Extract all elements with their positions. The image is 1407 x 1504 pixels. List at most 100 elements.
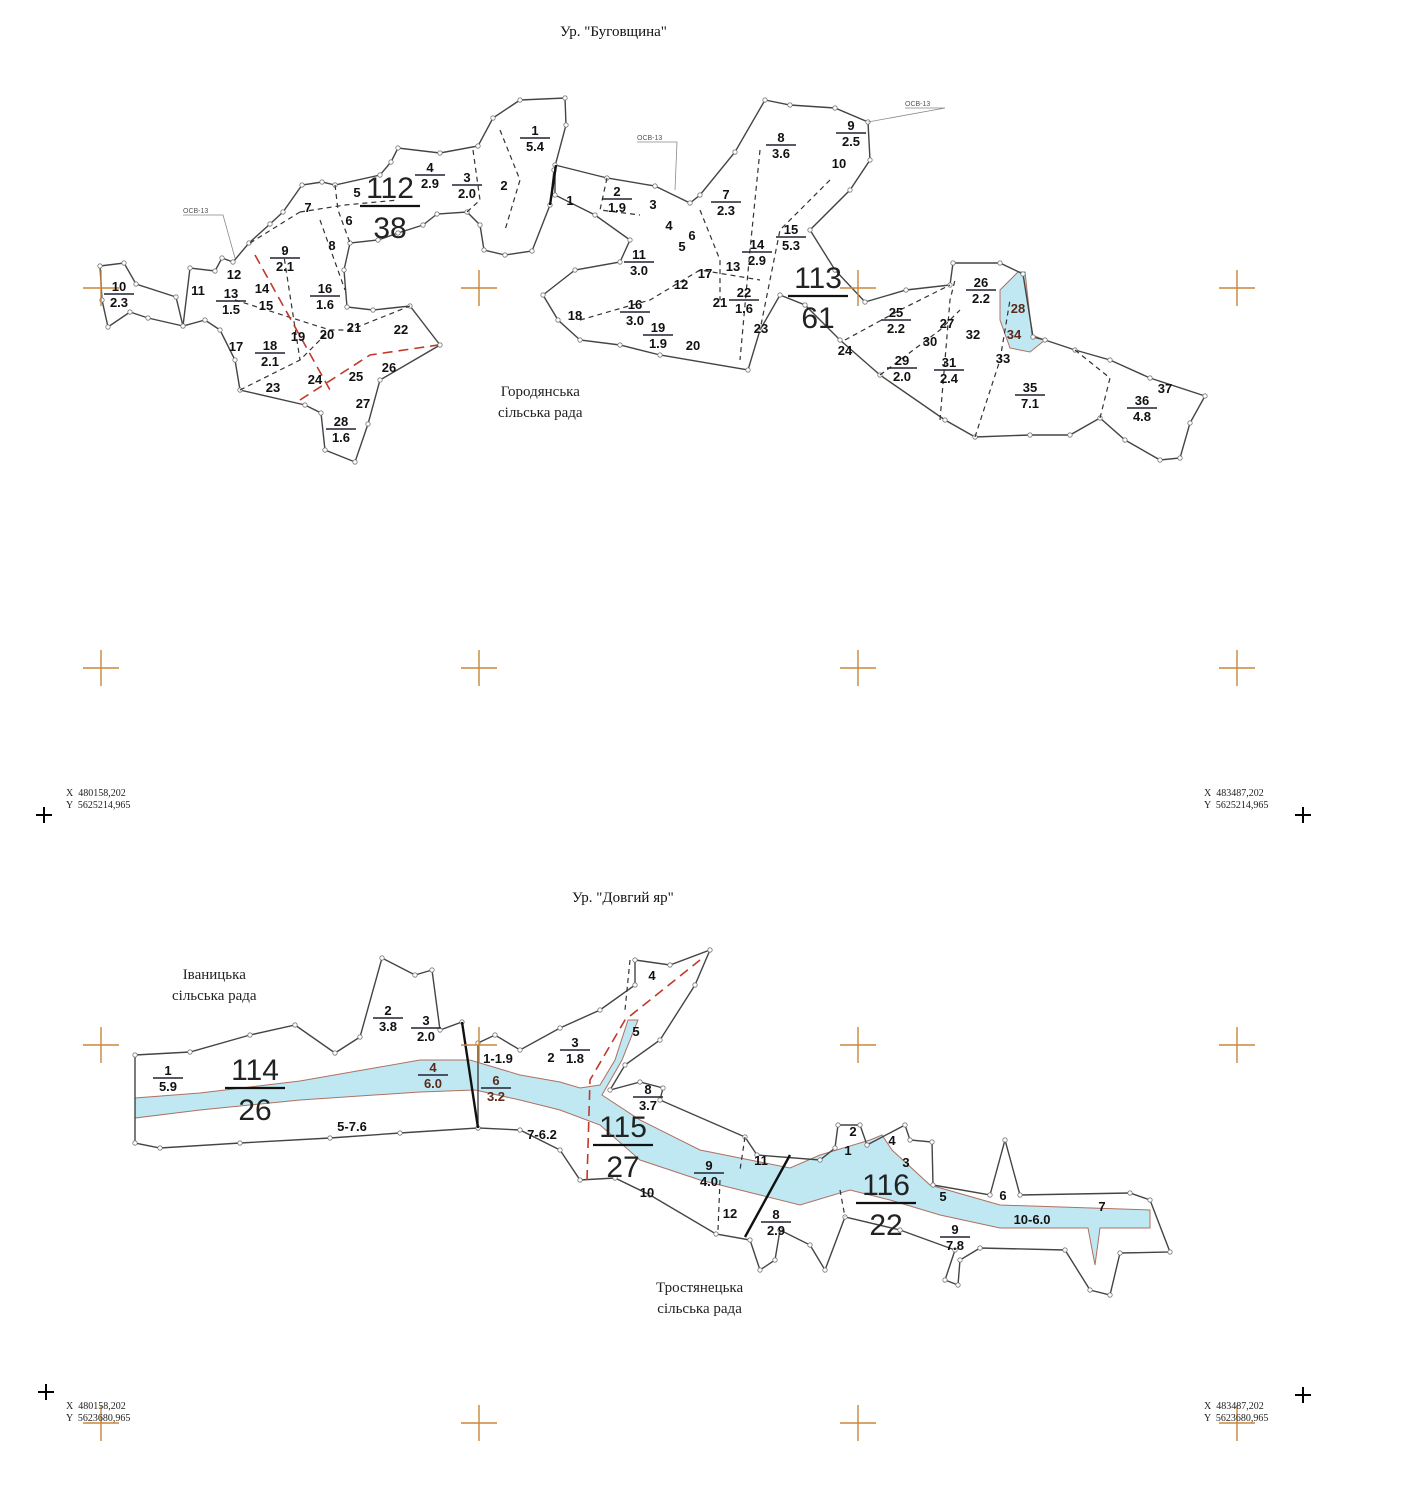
boundary-vertex: [952, 1247, 958, 1253]
plot-divider: [974, 299, 1011, 438]
boundary-vertex: [832, 105, 838, 111]
boundary-vertex: [377, 172, 383, 178]
plot-label-area: 2.3: [717, 203, 735, 218]
plot-label-number: 15: [259, 298, 273, 313]
plot-label-area: 5.9: [159, 1079, 177, 1094]
quarter-divider: [548, 164, 558, 206]
boundary-vertex: [344, 304, 350, 310]
boundary-vertex: [212, 268, 218, 274]
plot-label-area: 7.1: [1021, 396, 1039, 411]
plot-divider: [844, 284, 951, 341]
plot-label-area: 2.9: [748, 253, 766, 268]
boundary-vertex: [133, 281, 139, 287]
council-type: сільська рада: [498, 405, 583, 421]
plot-label-number: 27: [356, 396, 370, 411]
coord-y: Y 5625214,965: [66, 800, 131, 811]
boundary-vertex: [434, 211, 440, 217]
boundary-vertex: [955, 1282, 961, 1288]
plot-label-number: 15: [784, 222, 798, 237]
plot-label-number: 3: [571, 1035, 578, 1050]
plot-label-number: 25: [349, 369, 363, 384]
road-label: ОСВ-13: [183, 208, 208, 215]
boundary-vertex: [180, 323, 186, 329]
boundary-vertex: [322, 447, 328, 453]
plot-label-area: 2.0: [893, 369, 911, 384]
plot-label-number: 10: [112, 279, 126, 294]
plot-label-number: 17: [229, 339, 243, 354]
plot-label-number: 3: [463, 170, 470, 185]
boundary-vertex: [379, 955, 385, 961]
plot-label-area: 2.2: [972, 291, 990, 306]
plot-label-area: 1.9: [649, 336, 667, 351]
boundary-vertex: [772, 1257, 778, 1263]
boundary-vertex: [319, 179, 325, 185]
boundary-vertex: [517, 1047, 523, 1053]
boundary-vertex: [647, 1192, 653, 1198]
stream-line: [586, 959, 701, 1181]
boundary-vertex: [397, 1130, 403, 1136]
plot-label-number: 36: [1135, 393, 1149, 408]
plot-label-number: 27: [940, 316, 954, 331]
boundary-vertex: [617, 259, 623, 265]
boundary-vertex: [475, 143, 481, 149]
boundary-vertex: [219, 255, 225, 261]
plot-label-number: 5: [632, 1024, 639, 1039]
plot-label-number: 30: [923, 334, 937, 349]
plot-label-number: 5-7.6: [337, 1119, 367, 1134]
plot-label-number: 4: [429, 1060, 437, 1075]
plot-label-number: 4: [665, 218, 673, 233]
plot-label-number: 17: [698, 266, 712, 281]
quarter-label-112-number: 112: [366, 172, 414, 205]
boundary-vertex: [807, 1242, 813, 1248]
plot-label-number: 12: [723, 1206, 737, 1221]
boundary-vertex: [557, 1025, 563, 1031]
plot-divider: [939, 279, 956, 421]
plot-label-area: 2.2: [887, 321, 905, 336]
council-type: сільська рада: [657, 1301, 742, 1317]
boundary-vertex: [707, 947, 713, 953]
plot-label-number: 13: [726, 259, 740, 274]
boundary-vertex: [105, 324, 111, 330]
boundary-vertex: [246, 240, 252, 246]
boundary-vertex: [627, 237, 633, 243]
quarter-label-115-number: 115: [599, 1111, 647, 1144]
boundary-vertex: [592, 212, 598, 218]
boundary-vertex: [907, 1137, 913, 1143]
boundary-vertex: [230, 259, 236, 265]
boundary-vertex: [267, 221, 273, 227]
boundary-vertex: [572, 267, 578, 273]
boundary-vertex: [687, 200, 693, 206]
boundary-vertex: [660, 1085, 666, 1091]
boundary-vertex: [847, 187, 853, 193]
plot-label-number: 9: [281, 243, 288, 258]
boundary-vertex: [1027, 432, 1033, 438]
boundary-vertex: [332, 1050, 338, 1056]
plot-label-number: 7: [304, 200, 311, 215]
coord-y: Y 5625214,965: [1204, 800, 1269, 811]
plot-label-number: 9: [705, 1158, 712, 1173]
boundary-vertex: [832, 1145, 838, 1151]
plot-divider: [579, 269, 761, 321]
section-title-dovhyi-yar: Ур. "Довгий яр": [572, 890, 674, 906]
plot-label-number: 3: [649, 197, 656, 212]
boundary-vertex: [747, 1237, 753, 1243]
boundary-vertex: [412, 972, 418, 978]
boundary-vertex: [132, 1140, 138, 1146]
boundary-vertex: [1177, 455, 1183, 461]
coord-x: X 480158,202: [66, 788, 126, 799]
boundary-vertex: [370, 307, 376, 313]
plot-label-area: 2.9: [421, 176, 439, 191]
plot-divider: [334, 184, 351, 244]
plot-label-area: 2.3: [110, 295, 128, 310]
boundary-vertex: [327, 1135, 333, 1141]
plot-label-number: 29: [895, 353, 909, 368]
quarter-boundary-115-116: [477, 948, 1172, 1296]
plot-label-number: 32: [966, 327, 980, 342]
boundary-vertex: [437, 150, 443, 156]
plot-label-number: 3: [422, 1013, 429, 1028]
plot-label-area: 2.1: [261, 354, 279, 369]
coord-x: X 483487,202: [1204, 788, 1264, 799]
